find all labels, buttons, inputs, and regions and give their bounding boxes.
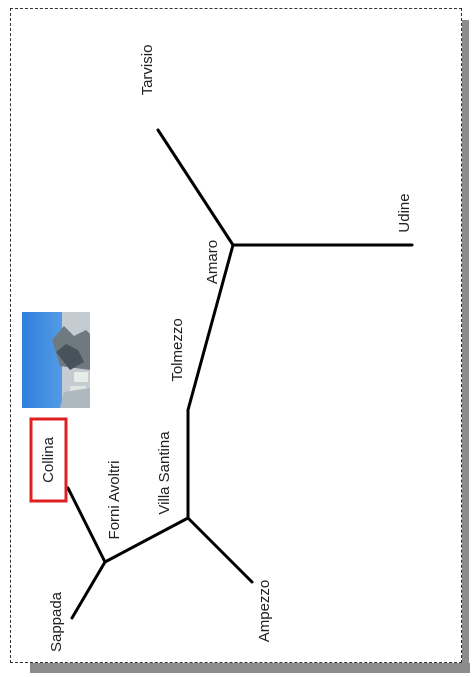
road-amaro-tolmezzo (186, 243, 235, 412)
label-ampezzo: Ampezzo (256, 580, 273, 643)
label-tarvisio: Tarvisio (139, 45, 156, 96)
label-amaro: Amaro (204, 240, 221, 284)
label-sappada: Sappada (48, 591, 65, 652)
frame-shadow-bottom (30, 663, 470, 673)
road-amaro-tarvisio (156, 128, 235, 247)
label-udine: Udine (396, 193, 413, 232)
mountain-village-photo (22, 312, 90, 408)
label-villa-santina: Villa Santina (156, 431, 173, 515)
label-collina: Collina (40, 436, 57, 483)
collina-highlight-box (29, 417, 68, 503)
dashed-frame (10, 8, 462, 663)
road-villa-santina-ampezzo (186, 516, 254, 584)
road-forni-avoltri-collina (66, 486, 107, 564)
road-villa-santina-forni-avoltri (103, 516, 190, 564)
frame-shadow-right (462, 20, 469, 673)
label-forni-avoltri: Forni Avoltri (106, 461, 123, 540)
road-forni-avoltri-sappada (70, 560, 107, 620)
label-tolmezzo: Tolmezzo (169, 318, 186, 381)
